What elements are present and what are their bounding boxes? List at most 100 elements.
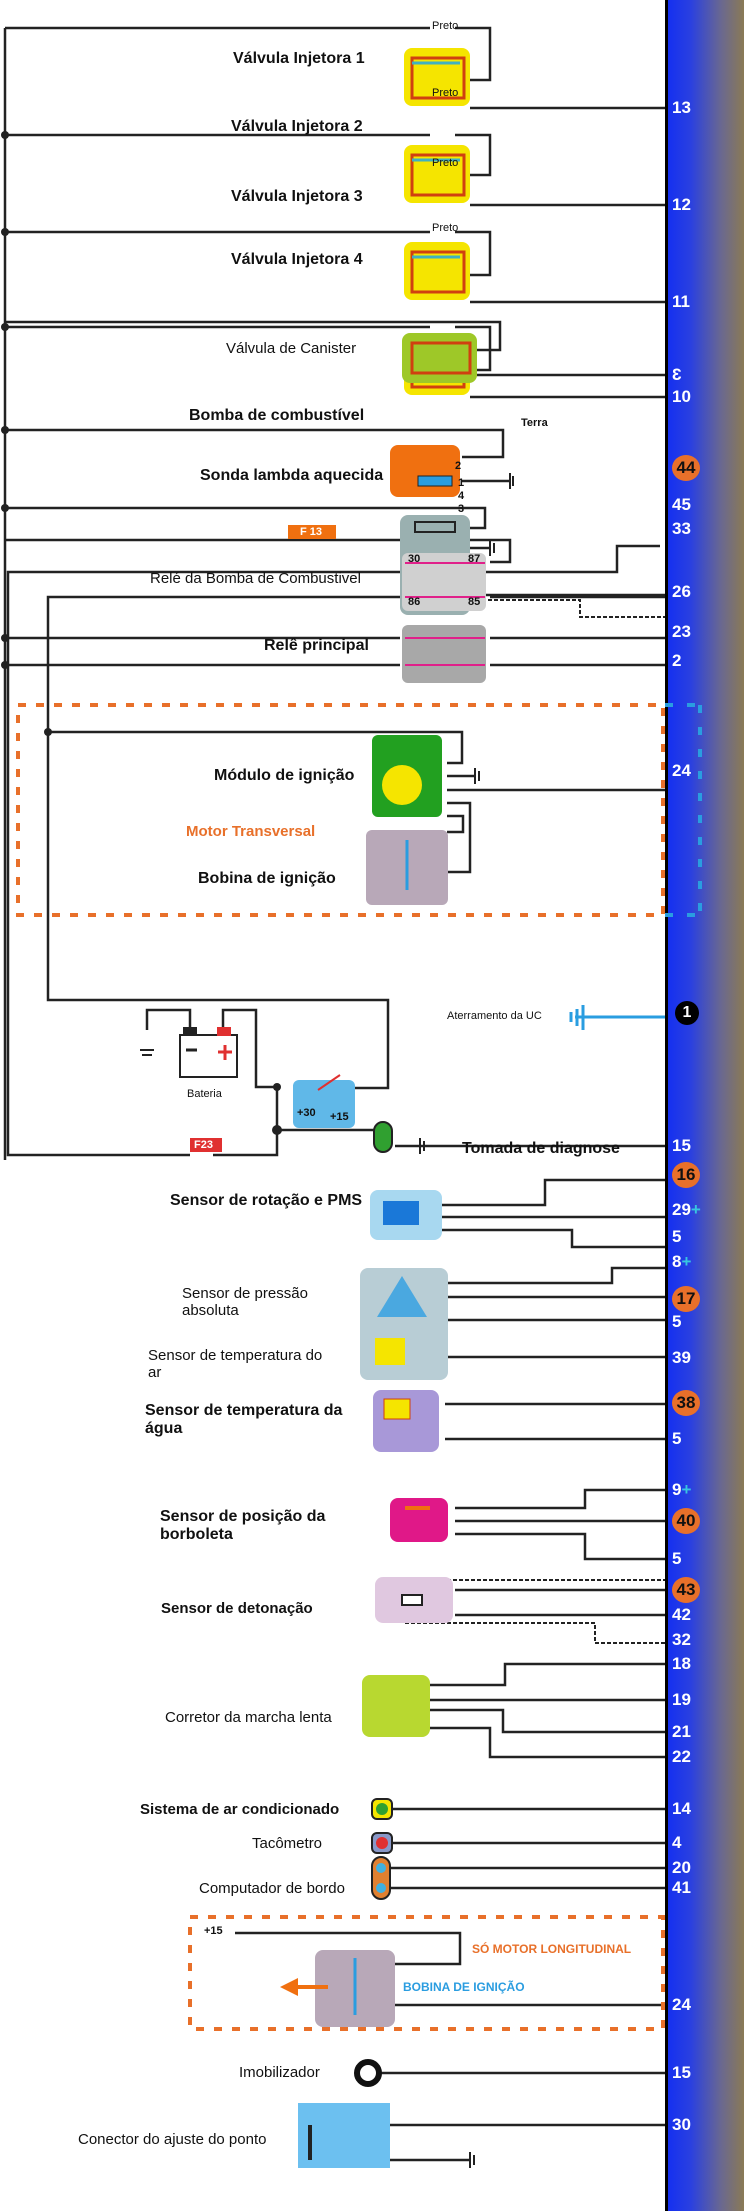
lambda-label: Sonda lambda aquecida [200,467,384,484]
ecu-pin-39: 39 [672,1348,691,1367]
ecu-pin-15: 15 [672,1136,691,1155]
wire-color-label: Preto [432,20,459,32]
ecu-pin-16: 16 [672,1162,700,1188]
wire-color-label: Preto [432,222,459,234]
ecu-pin-15: 15 [672,2063,691,2082]
board-computer-label: Computador de bordo [199,1880,345,1897]
map-air-temp-sensor-icon [360,1268,448,1380]
ecu-pin-20: 20 [672,1858,691,1877]
ecu-pin-8: 8+ [672,1252,692,1271]
main-relay-icon [402,625,486,683]
terra-label: Terra [521,417,548,429]
relay-pin-30: 30 [408,553,421,565]
ecu-pin-5: 5 [672,1549,682,1568]
ecu-pin-5: 5 [672,1429,682,1448]
ecu-pin-41: 41 [672,1878,691,1897]
transversal-box [16,703,665,917]
immobilizer-ring-icon [354,2059,382,2087]
idle-actuator-icon [362,1675,430,1737]
immobilizer-label: Imobilizador [239,2064,320,2081]
ign-switch-15: +15 [330,1111,349,1123]
ecu-pin-26: 26 [672,582,691,601]
long-plus15-label: +15 [204,1925,223,1937]
knock-sensor-icon [375,1577,453,1623]
lambda-pin: 3 [458,503,465,515]
timing-connector-label: Conector do ajuste do ponto [78,2131,267,2148]
pump-relay-label: Relé da Bomba de Combustivel [150,570,361,587]
idle-label: Corretor da marcha lenta [165,1709,332,1726]
knock-label: Sensor de detonação [161,1600,313,1617]
fuse-f23-icon [190,1138,222,1152]
canister-valve-icon [402,333,477,383]
ecu-pin-29: 29+ [672,1200,701,1219]
ecu-pin-45: 45 [672,495,691,514]
ecu-pin-10: 10 [672,387,691,406]
ecu-pin-9: 9+ [672,1480,692,1499]
ecu-pin-24: 24 [672,1995,691,2014]
lambda-pin: 4 [458,490,465,502]
fuse-f13-icon [288,525,336,539]
ecu-pin-12: 12 [672,195,691,214]
relay-pin-87: 87 [468,553,481,565]
main-relay-label: Relê principal [264,637,369,654]
ecu-pin-4: 4 [672,1833,682,1852]
ecu-pin-33: 33 [672,519,691,538]
tps-label: Sensor de posição da borboleta [160,1508,326,1543]
injector-icon [404,242,470,300]
ecu-pin-30: 30 [672,2115,691,2134]
ecu-pin-3: 3 [672,365,682,384]
injector-3-label: Válvula Injetora 3 [231,188,363,205]
ac-connector-icon [371,1798,393,1820]
ecu-pin-40: 40 [672,1508,700,1534]
diagnostic-socket-icon [373,1121,393,1153]
longitudinal-box [188,1915,665,2031]
ign-switch-30: +30 [297,1107,316,1119]
fuel-pump-label: Bomba de combustível [189,407,365,424]
air-temp-label: Sensor de temperatura do ar [148,1347,323,1381]
rpm-sensor-icon [370,1190,442,1240]
motor-transversal-label: Motor Transversal [186,823,316,840]
ac-label: Sistema de ar condicionado [140,1801,340,1818]
plus-icon: + [690,1200,701,1219]
ignition-switch-icon [293,1074,355,1128]
ignition-coil-label: Bobina de ignição [198,870,336,887]
long-coil-label: BOBINA DE IGNIÇÃO [403,1980,525,1994]
throttle-position-sensor-icon [390,1498,448,1542]
ecu-pin-22: 22 [672,1747,691,1766]
ecu-ground-label: Aterramento da UC [447,1010,542,1022]
ecu-connector-strip [665,0,744,2211]
timing-connector-icon [298,2103,390,2168]
injector-2-label: Válvula Injetora 2 [231,118,363,135]
ecu-pin-44: 44 [672,455,700,481]
ecu-pin-24: 24 [672,761,691,780]
longitudinal-coil-icon [280,1950,395,2027]
ecu-pin-32: 32 [672,1630,691,1649]
wire-color-label: Preto [432,87,459,99]
battery-icon [179,1027,238,1078]
relay-pin-86: 86 [408,596,421,608]
plus-icon: + [681,1480,692,1499]
tachometer-connector-icon [371,1832,393,1854]
injector-1-label: Válvula Injetora 1 [233,50,365,67]
tacho-label: Tacômetro [252,1835,323,1852]
plus-icon: + [681,1252,692,1271]
ecu-pin-1: 1 [675,1001,699,1025]
ecu-pin-5: 5 [672,1227,682,1246]
ecu-pin-17: 17 [672,1286,700,1312]
canister-label: Válvula de Canister [226,340,357,357]
diag-socket-label: Tomada de diagnose [462,1140,620,1157]
long-only-label: SÓ MOTOR LONGITUDINAL [472,1942,632,1956]
fuse-f23-label: F23 [194,1139,213,1151]
ecu-pin-38: 38 [672,1390,700,1416]
pump-relay-icon [402,553,486,611]
wire-color-label: Preto [432,157,459,169]
rpm-sensor-label: Sensor de rotação e PMS [170,1192,363,1209]
relay-pin-85: 85 [468,596,481,608]
ecu-pin-18: 18 [672,1654,691,1673]
fuse-f13-label: F 13 [300,526,323,538]
ecu-ground-icon [569,1005,585,1030]
injector-icon [404,48,470,106]
map-sensor-label: Sensor de pressão absoluta [182,1285,308,1319]
